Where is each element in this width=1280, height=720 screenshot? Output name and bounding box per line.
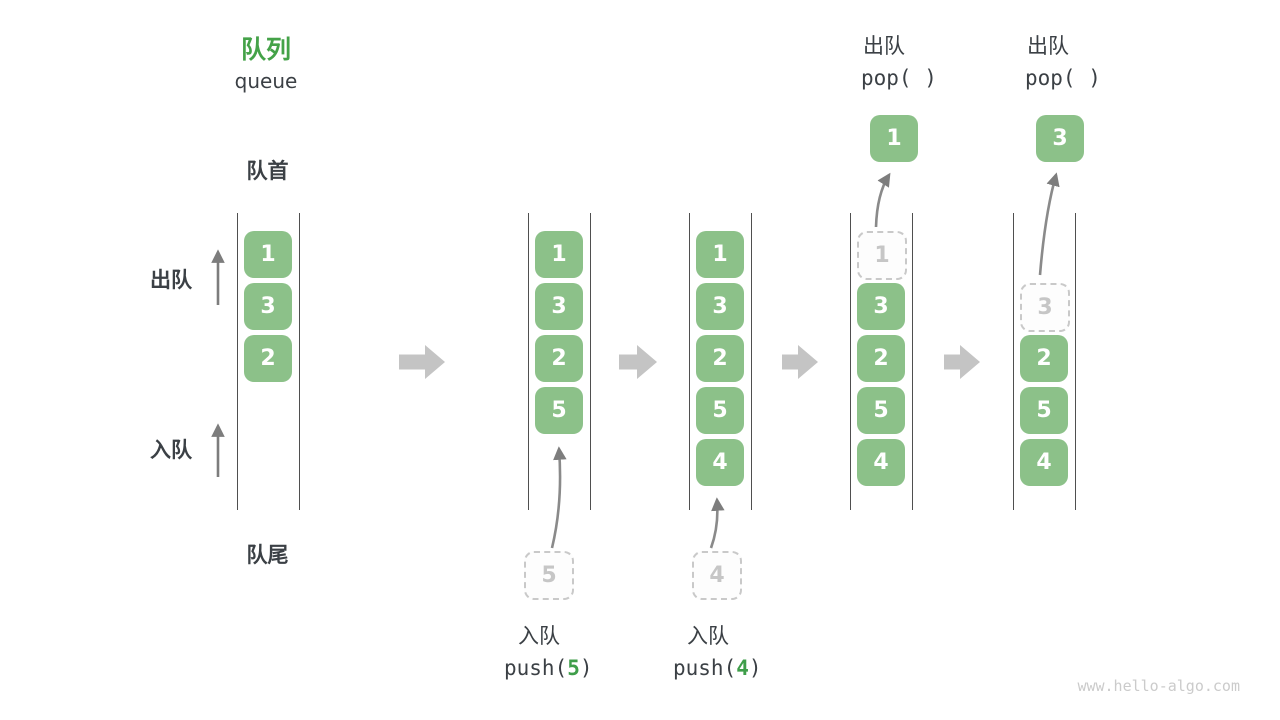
code-close: ) xyxy=(748,656,762,680)
label-enqueue-side: 入队 xyxy=(150,438,192,462)
step-arrow-icon xyxy=(944,345,980,379)
queue-item: 5 xyxy=(535,387,583,434)
queue-item: 5 xyxy=(1020,387,1068,434)
popped-item: 3 xyxy=(1036,115,1084,162)
code-close: ) xyxy=(579,656,593,680)
watermark: www.hello-algo.com xyxy=(1077,677,1240,695)
popped-item: 1 xyxy=(870,115,918,162)
push-4-code: push(4) xyxy=(673,656,762,680)
queue-item: 2 xyxy=(535,335,583,382)
pop-3-code: pop( ) xyxy=(1025,66,1101,90)
label-queue-front: 队首 xyxy=(246,159,289,183)
label-dequeue-side: 出队 xyxy=(150,268,192,292)
queue-item: 4 xyxy=(857,439,905,486)
queue-state-4: 1 3 2 5 4 xyxy=(850,213,913,510)
step-arrow-icon xyxy=(782,345,818,379)
code-arg: 5 xyxy=(567,656,580,680)
pop-1-code: pop( ) xyxy=(861,66,937,90)
pop-1-label-zh: 出队 xyxy=(863,34,905,58)
queue-item: 1 xyxy=(244,231,292,278)
removed-item-ghost: 3 xyxy=(1020,283,1070,332)
push-4-label-zh: 入队 xyxy=(687,624,729,648)
label-queue-rear: 队尾 xyxy=(246,543,289,567)
code-arg: 4 xyxy=(736,656,749,680)
removed-item-ghost: 1 xyxy=(857,231,907,280)
step-arrow-icon xyxy=(399,345,445,379)
queue-item: 2 xyxy=(1020,335,1068,382)
queue-state-3: 1 3 2 5 4 xyxy=(689,213,752,510)
title-en: queue xyxy=(234,69,298,93)
queue-item: 3 xyxy=(535,283,583,330)
pop-3-label-zh: 出队 xyxy=(1027,34,1069,58)
push-5-code: push(5) xyxy=(504,656,593,680)
incoming-item-ghost: 4 xyxy=(692,551,742,600)
queue-item: 4 xyxy=(696,439,744,486)
queue-item: 1 xyxy=(696,231,744,278)
queue-state-1: 1 3 2 xyxy=(237,213,300,510)
queue-item: 5 xyxy=(857,387,905,434)
queue-item: 3 xyxy=(244,283,292,330)
queue-state-5: 3 2 5 4 xyxy=(1013,213,1076,510)
queue-item: 1 xyxy=(535,231,583,278)
push-5-label-zh: 入队 xyxy=(518,624,560,648)
queue-item: 3 xyxy=(696,283,744,330)
title-zh: 队列 xyxy=(240,35,291,64)
queue-item: 3 xyxy=(857,283,905,330)
code-fn: push( xyxy=(673,656,737,680)
queue-item: 4 xyxy=(1020,439,1068,486)
incoming-item-ghost: 5 xyxy=(524,551,574,600)
queue-item: 2 xyxy=(857,335,905,382)
queue-item: 2 xyxy=(244,335,292,382)
queue-item: 5 xyxy=(696,387,744,434)
step-arrow-icon xyxy=(619,345,657,379)
queue-state-2: 1 3 2 5 xyxy=(528,213,591,510)
code-fn: push( xyxy=(504,656,568,680)
queue-item: 2 xyxy=(696,335,744,382)
